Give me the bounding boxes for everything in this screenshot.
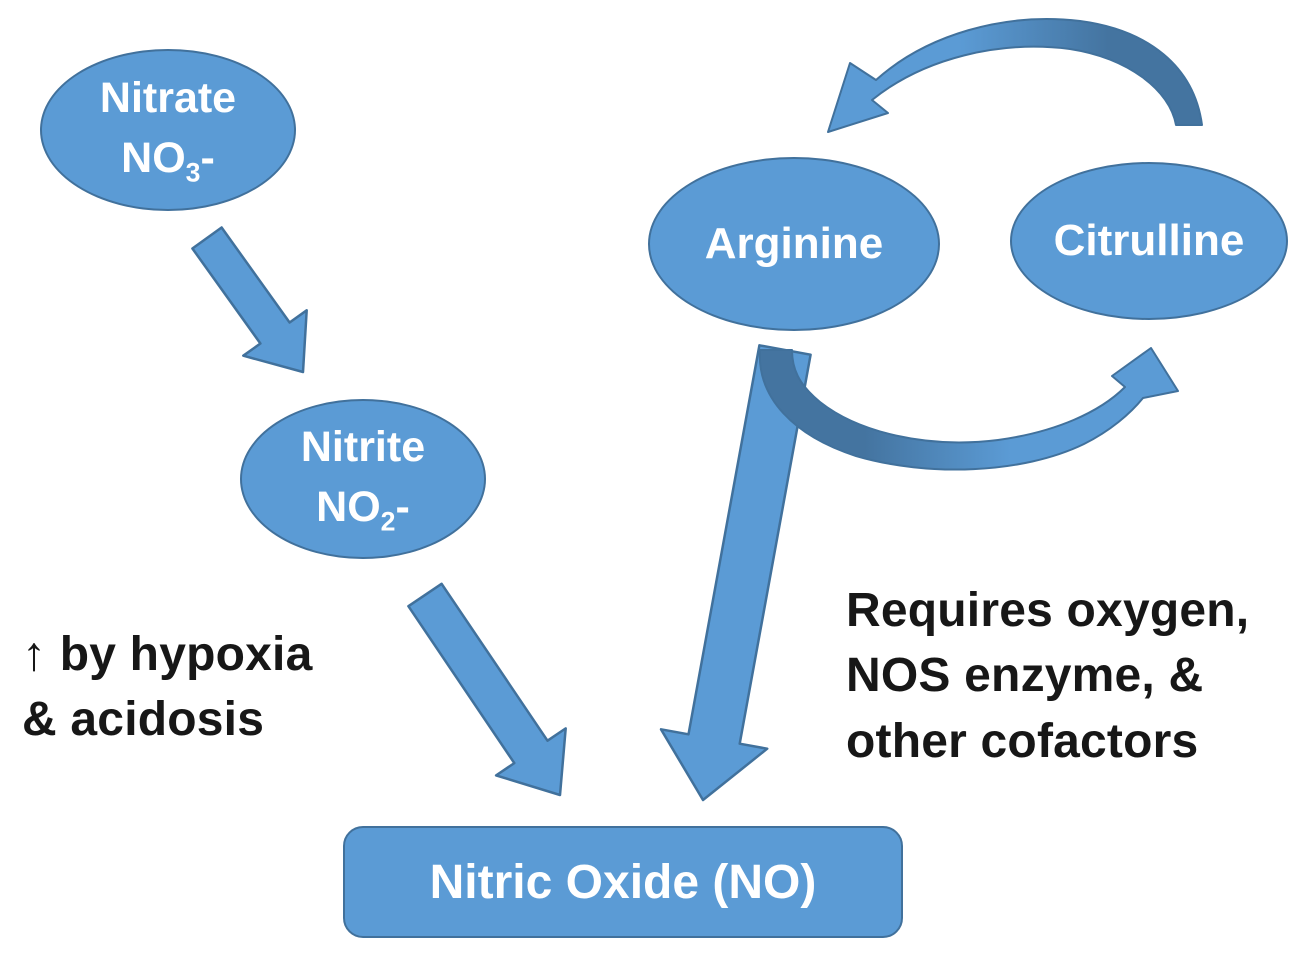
node-nitrate: Nitrate NO3- [40,49,296,211]
arrow-arginine-to-citrulline-curve-icon [758,347,1179,471]
arrow-citrulline-to-arginine-curve-icon [827,18,1203,133]
arrow-nitrite-to-nitric-oxide-icon [407,582,567,797]
node-citrulline: Citrulline [1010,162,1288,320]
annotation-requirements: Requires oxygen, NOS enzyme, & other cof… [846,578,1249,774]
node-nitrite-label: Nitrite [300,422,426,471]
annotation-hypoxia-line1: ↑ by hypoxia [22,628,313,681]
arrow-nitrate-to-nitrite-icon [191,226,308,374]
node-nitrite-formula: NO2- [301,477,425,541]
annotation-requirements-line3: other cofactors [846,714,1199,768]
node-nitrate-label: Nitrate [99,73,237,122]
formula-subscript: 3 [185,157,201,188]
node-nitrite: Nitrite NO2- [240,399,486,559]
formula-charge: - [200,134,215,183]
annotation-requirements-line1: Requires oxygen, [846,584,1250,637]
annotation-hypoxia-line2: & acidosis [22,693,265,747]
annotation-hypoxia: ↑ by hypoxia & acidosis [22,622,312,753]
formula-base: NO [316,483,381,532]
annotation-requirements-line2: NOS enzyme, & [846,649,1204,703]
node-citrulline-label: Citrulline [1053,216,1245,265]
node-nitrate-text: Nitrate NO3- [100,68,236,192]
formula-charge: - [395,483,410,532]
node-nitrate-formula: NO3- [100,128,236,192]
node-arginine-label: Arginine [704,219,884,268]
formula-base: NO [121,134,186,183]
node-nitrite-text: Nitrite NO2- [301,417,425,541]
node-nitric-oxide-label: Nitric Oxide (NO) [429,855,817,909]
node-arginine: Arginine [648,157,940,331]
formula-subscript: 2 [380,506,396,537]
node-nitric-oxide: Nitric Oxide (NO) [343,826,903,938]
